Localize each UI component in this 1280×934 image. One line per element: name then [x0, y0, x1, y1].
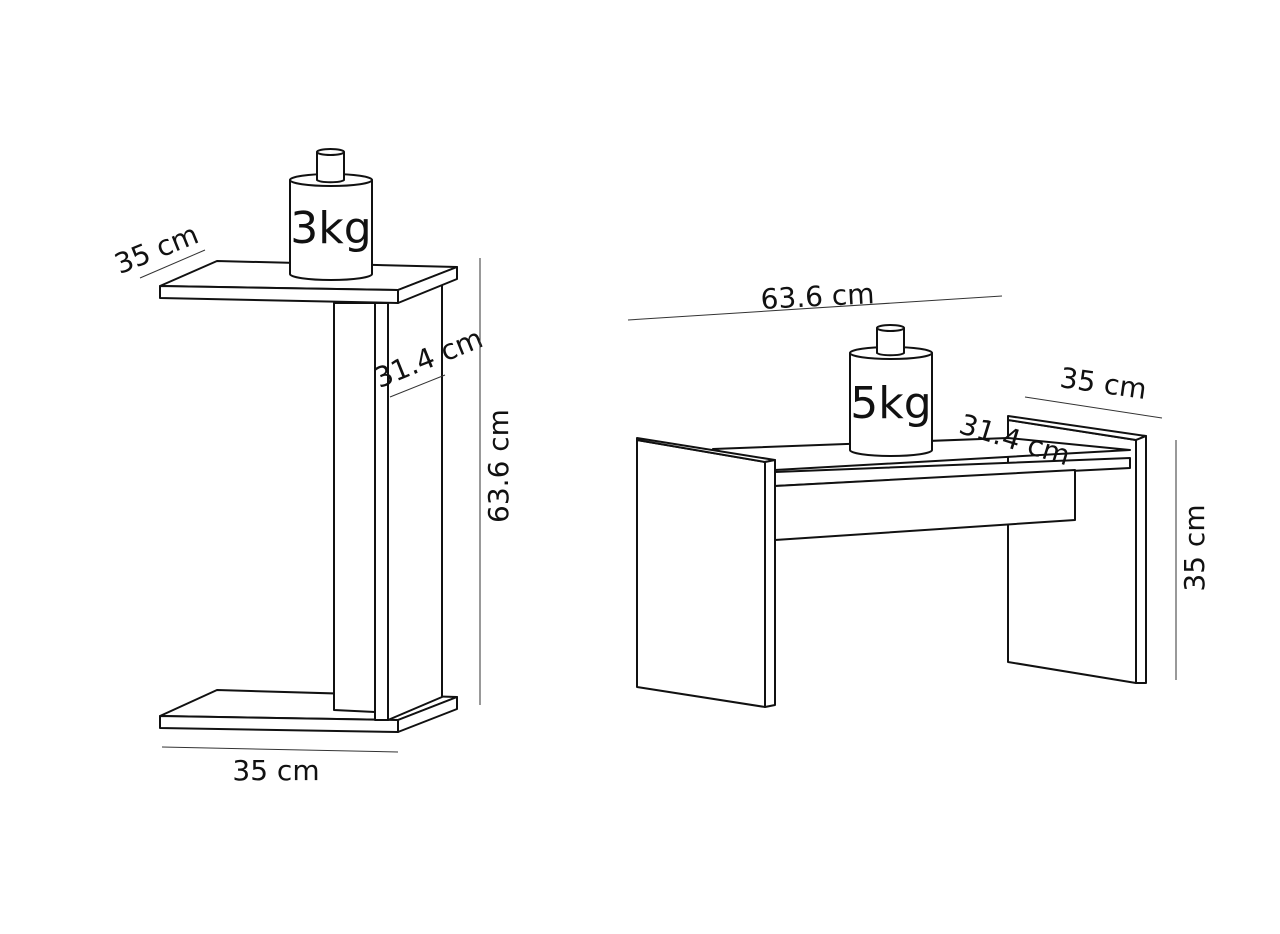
bench-drawing: 5kg 63.6 cm 35 cm 31.4 cm 35 cm: [627, 277, 1211, 708]
dimension-line: [627, 295, 1003, 321]
dimension-line: [161, 746, 399, 753]
dimension-line: [139, 249, 206, 279]
depth-label: 35 cm: [1058, 361, 1149, 406]
length-label: 63.6 cm: [760, 277, 875, 316]
dimension-line: [389, 374, 446, 398]
weight-5kg: 5kg: [849, 324, 933, 457]
weight-3kg: 3kg: [289, 148, 373, 281]
weight-label: 3kg: [290, 203, 371, 254]
height-label: 35 cm: [1178, 504, 1211, 591]
dimension-line: [1024, 396, 1163, 419]
left-leg: [636, 437, 776, 708]
side-table-drawing: 3kg 35 cm 31.4 cm 63.6 cm 35 cm: [110, 148, 515, 787]
weight-label: 5kg: [850, 378, 931, 429]
height-label: 63.6 cm: [482, 409, 515, 523]
width-bottom-label: 35 cm: [232, 754, 319, 787]
